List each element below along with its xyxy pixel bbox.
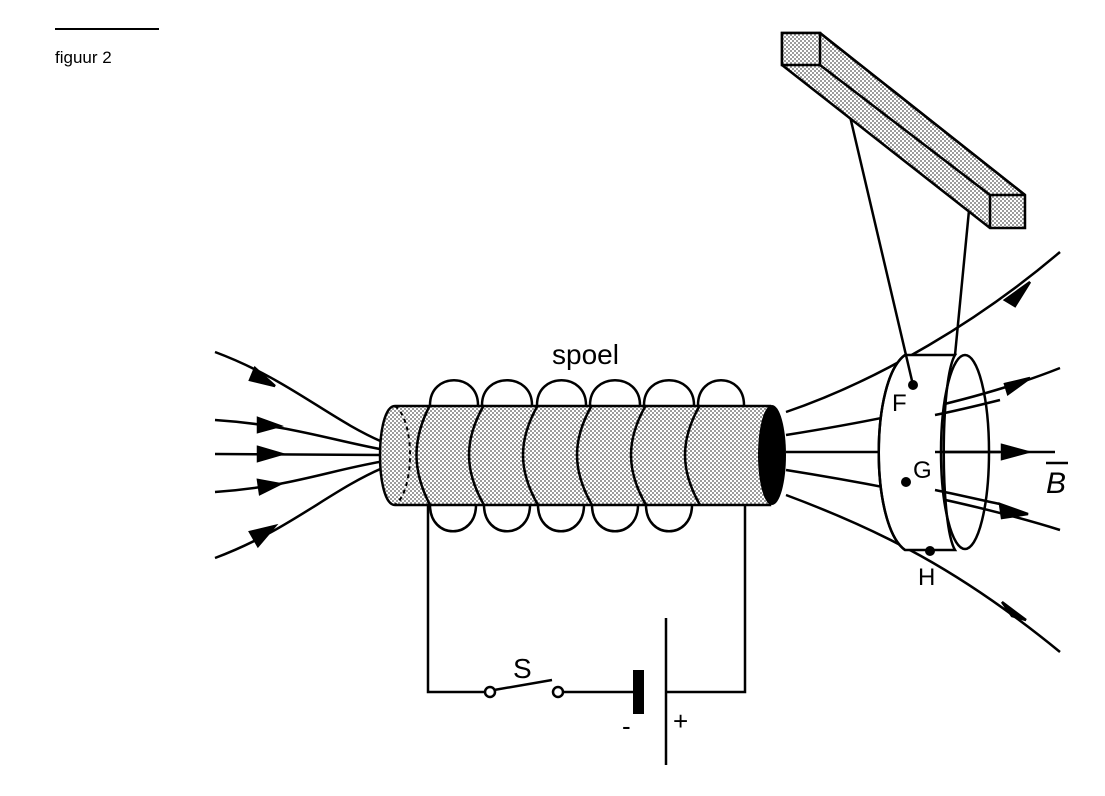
- coil-cylinder: [378, 404, 786, 507]
- field-line-in-1: [214, 350, 386, 445]
- arrowhead-in-3: [256, 445, 287, 463]
- caption-rule: [55, 28, 159, 30]
- field-line-in-4: [214, 459, 386, 494]
- arrowhead-in-5: [248, 523, 279, 549]
- field-line-in-3: [214, 452, 386, 457]
- switch-contact-left: [483, 685, 497, 699]
- field-line-out-5: [785, 493, 1061, 653]
- arrowhead-out-4: [998, 502, 1029, 520]
- coil-back-loops: [428, 379, 746, 533]
- arrowhead-out-5: [1000, 601, 1027, 622]
- point-h-label: H: [918, 564, 935, 591]
- arrowhead-out-1: [1002, 280, 1032, 308]
- wire-left: [426, 505, 486, 694]
- field-label: B: [1046, 467, 1066, 500]
- suspension-strings: [843, 94, 972, 386]
- point-g-dot: [901, 477, 911, 487]
- circuit: [426, 505, 747, 765]
- field-line-in-2: [214, 418, 386, 452]
- ring: [877, 353, 1001, 556]
- field-lines-in: [214, 350, 386, 560]
- arrowhead-in-2: [256, 416, 285, 434]
- coil-right-end: [758, 405, 786, 505]
- coil-front-windings: [415, 404, 702, 506]
- arrowhead-in-4: [256, 478, 284, 496]
- support-beam: [780, 31, 1027, 230]
- field-line-in-5: [214, 465, 386, 560]
- point-h-dot: [925, 546, 935, 556]
- arrowhead-in-1: [248, 365, 276, 388]
- figure-caption: figuur 2: [55, 48, 112, 67]
- arrowhead-out-3: [1000, 443, 1033, 461]
- coil-left-end-dashed: [394, 405, 411, 506]
- battery-minus-label: -: [622, 711, 631, 741]
- arrowhead-out-2: [1003, 376, 1031, 397]
- coil-label: spoel: [552, 339, 619, 370]
- switch-lever: [493, 678, 553, 692]
- field-line-out-1: [785, 251, 1061, 414]
- point-f-label: F: [892, 390, 907, 417]
- point-g-label: G: [913, 457, 932, 484]
- battery-plus-label: +: [673, 706, 688, 736]
- battery-negative-plate: [633, 670, 644, 714]
- switch-contact-right: [551, 685, 565, 699]
- switch-label: S: [513, 653, 532, 684]
- wire-right: [666, 505, 747, 694]
